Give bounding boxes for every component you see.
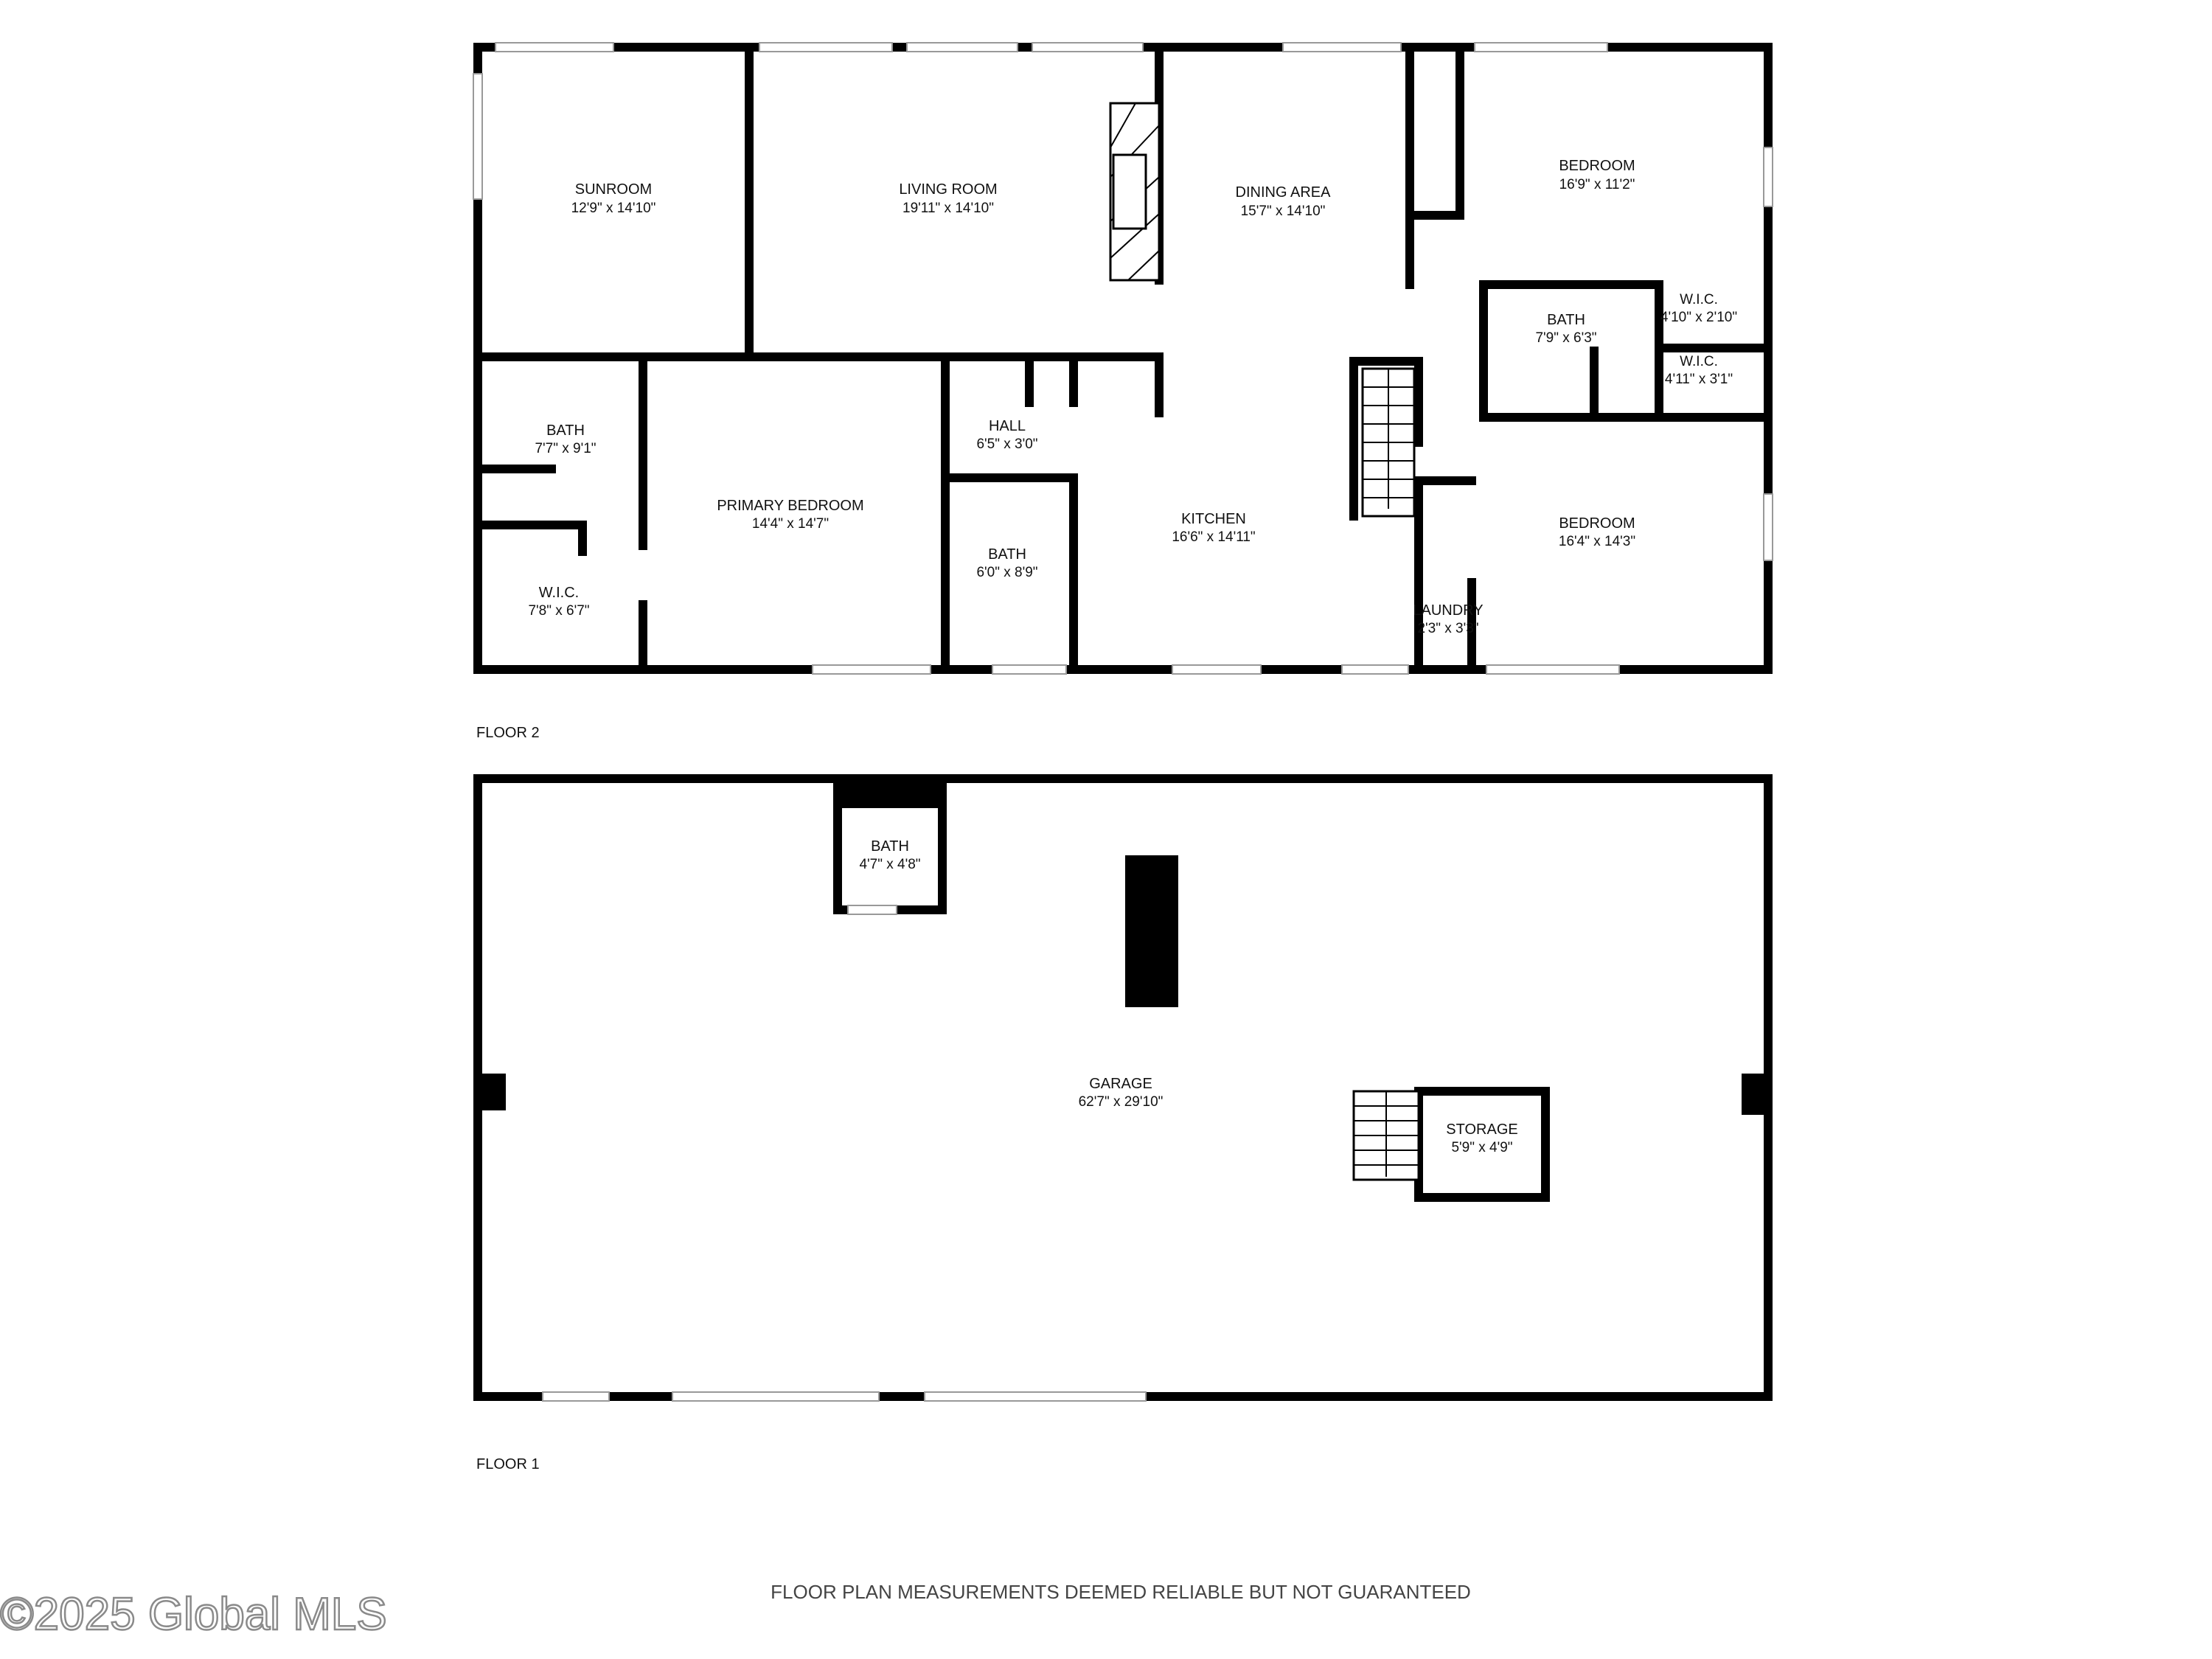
room-kitchen: KITCHEN 16'6" x 14'11" [1172,511,1255,545]
room-name: BEDROOM [1559,515,1635,532]
room-name: BATH [871,838,909,855]
room-dining-area: DINING AREA 15'7" x 14'10" [1236,184,1332,219]
disclaimer-text: FLOOR PLAN MEASUREMENTS DEEMED RELIABLE … [771,1581,1471,1603]
room-dims: 16'4" x 14'3" [1559,534,1635,549]
room-dims: 19'11" x 14'10" [902,201,994,216]
room-dims: 62'7" x 29'10" [1079,1094,1164,1110]
room-name: DINING AREA [1236,184,1332,201]
room-dims: 7'8" x 6'7" [528,603,589,619]
garage-left-pier [478,1074,506,1110]
room-dims: 2'3" x 3'3" [1417,621,1478,636]
fireplace [1109,102,1161,282]
room-laundry: LAUNDRY 2'3" x 3'3" [1413,602,1483,636]
room-storage: STORAGE 5'9" x 4'9" [1446,1121,1517,1155]
room-dims: 12'9" x 14'10" [571,201,656,216]
room-living-room: LIVING ROOM 19'11" x 14'10" [899,181,997,216]
room-name: W.I.C. [1680,292,1718,307]
room-wic-upper: W.I.C. 4'10" x 2'10" [1660,292,1737,325]
room-name: GARAGE [1089,1076,1152,1092]
room-dims: 6'5" x 3'0" [976,437,1037,452]
room-dims: 16'9" x 11'2" [1559,177,1635,192]
room-hall: HALL 6'5" x 3'0" [976,418,1037,452]
room-dims: 7'7" x 9'1" [535,441,596,456]
room-name: W.I.C. [539,585,579,601]
room-wic-left: W.I.C. 7'8" x 6'7" [528,585,589,619]
room-dims: 5'9" x 4'9" [1451,1140,1512,1155]
room-name: BATH [988,546,1026,563]
floor-1-label: FLOOR 1 [476,1456,540,1472]
room-wic-middle: W.I.C. 4'11" x 3'1" [1665,354,1733,387]
room-name: SUNROOM [575,181,652,198]
floor-2-plan [473,43,1773,674]
room-name: BATH [546,422,585,439]
room-garage-bath: BATH 4'7" x 4'8" [859,838,920,872]
room-name: BEDROOM [1559,158,1635,174]
room-primary-bedroom: PRIMARY BEDROOM 14'4" x 14'7" [717,498,863,532]
room-bedroom-upper: BEDROOM 16'9" x 11'2" [1559,158,1635,192]
room-name: KITCHEN [1181,511,1246,527]
floor-2-openings [473,42,1773,675]
room-name: HALL [989,418,1026,434]
garage-column [1125,855,1178,1007]
floor-2-stairs [1361,367,1416,518]
garage-bath-wall-block [838,779,942,808]
room-dims: 4'7" x 4'8" [859,857,920,872]
room-name: LIVING ROOM [899,181,997,198]
floor-1-stairs [1352,1090,1420,1181]
room-name: PRIMARY BEDROOM [717,498,863,514]
room-bath-center: BATH 6'0" x 8'9" [976,546,1037,580]
room-dims: 4'11" x 3'1" [1665,372,1733,387]
room-name: LAUNDRY [1413,602,1483,619]
room-name: W.I.C. [1680,354,1718,369]
room-bath-upper: BATH 7'9" x 6'3" [1535,312,1596,346]
room-bedroom-lower: BEDROOM 16'4" x 14'3" [1559,515,1635,549]
room-dims: 16'6" x 14'11" [1172,529,1255,545]
room-dims: 15'7" x 14'10" [1241,204,1326,219]
room-dims: 7'9" x 6'3" [1535,330,1596,346]
floor-1-openings [542,905,1147,1402]
room-dims: 14'4" x 14'7" [752,516,829,532]
garage-right-pier [1742,1074,1768,1115]
room-garage: GARAGE 62'7" x 29'10" [1079,1076,1164,1110]
room-name: BATH [1547,312,1585,328]
room-sunroom: SUNROOM 12'9" x 14'10" [571,181,656,216]
floor-2-label: FLOOR 2 [476,725,540,741]
room-name: STORAGE [1446,1121,1517,1138]
room-dims: 4'10" x 2'10" [1660,310,1737,325]
watermark: ©2025 Global MLS [0,1589,387,1640]
room-dims: 6'0" x 8'9" [976,565,1037,580]
room-bath-left: BATH 7'7" x 9'1" [535,422,596,456]
